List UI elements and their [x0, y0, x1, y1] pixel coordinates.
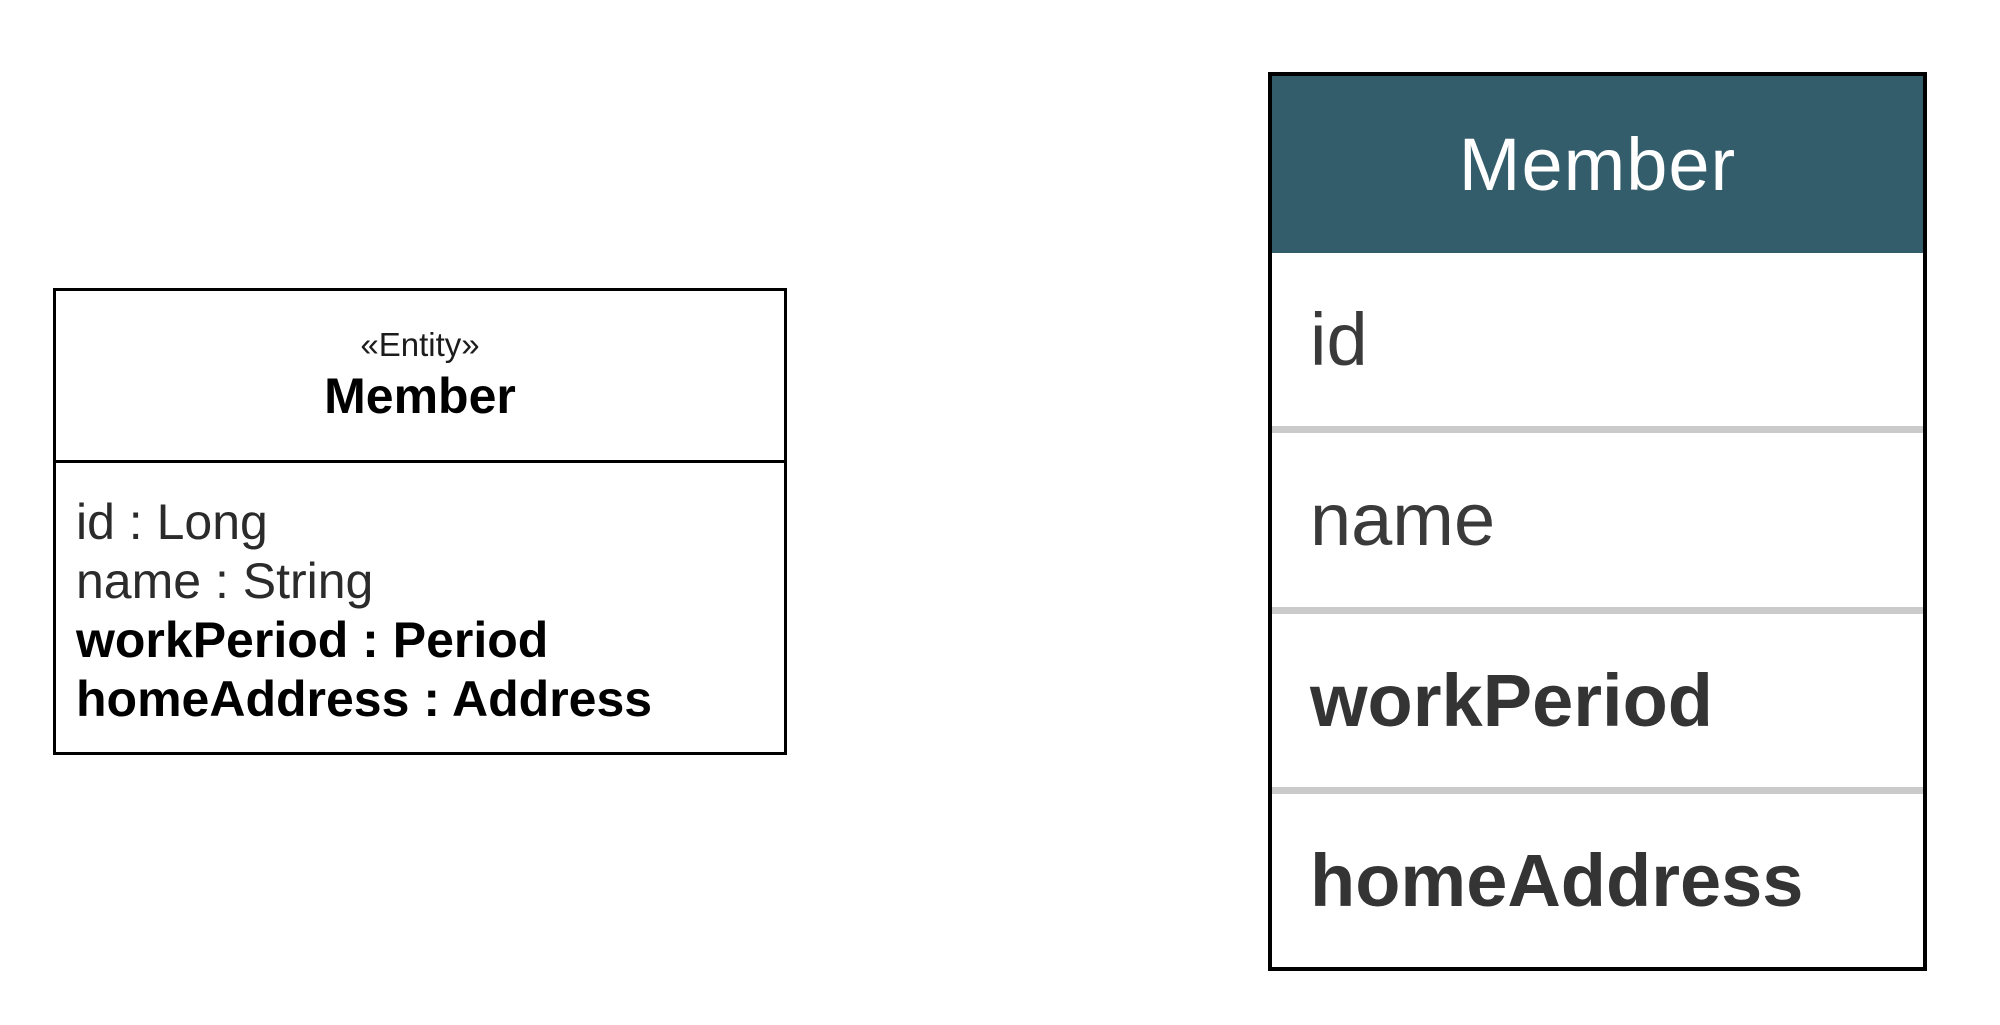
db-table-title: Member: [1272, 76, 1923, 253]
db-column-name: name: [1310, 478, 1496, 562]
uml-class-header: «Entity» Member: [56, 291, 784, 460]
db-column-id: id: [1310, 298, 1368, 382]
db-table-box: Member id name workPeriod homeAddress: [1268, 72, 1927, 971]
row-divider: [1272, 606, 1923, 614]
uml-attribute-workperiod: workPeriod : Period: [76, 612, 549, 668]
uml-attribute-id: id : Long: [76, 494, 268, 550]
uml-attributes-compartment: id : Long name : String workPeriod : Per…: [56, 460, 784, 749]
row-divider: [1272, 426, 1923, 434]
db-column-workperiod: workPeriod: [1310, 658, 1713, 742]
uml-stereotype-label: «Entity»: [360, 325, 480, 363]
uml-attribute-name: name : String: [76, 553, 374, 609]
uml-entity-class-box: «Entity» Member id : Long name : String …: [53, 288, 787, 755]
row-divider: [1272, 786, 1923, 794]
uml-class-name: Member: [324, 368, 516, 425]
db-column-homeaddress: homeAddress: [1310, 838, 1804, 922]
uml-attribute-homeaddress: homeAddress : Address: [76, 671, 653, 727]
